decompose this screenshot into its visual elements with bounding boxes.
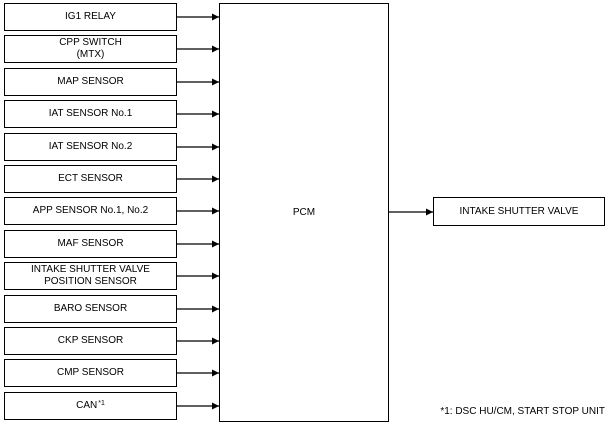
input-label: IAT SENSOR No.1 bbox=[48, 108, 133, 119]
footnote-marker: *1 bbox=[98, 400, 105, 407]
input-box: CKP SENSOR bbox=[4, 327, 177, 355]
input-label: MAF SENSOR bbox=[57, 238, 124, 249]
input-label: CKP SENSOR bbox=[57, 335, 124, 346]
pcm-box: PCM bbox=[219, 3, 389, 422]
input-box: ECT SENSOR bbox=[4, 165, 177, 193]
input-box: IAT SENSOR No.1 bbox=[4, 100, 177, 128]
intake-shutter-valve-box: INTAKE SHUTTER VALVE bbox=[433, 197, 605, 226]
input-box: INTAKE SHUTTER VALVE POSITION SENSOR bbox=[4, 262, 177, 290]
pcm-label: PCM bbox=[292, 206, 316, 218]
footnote: *1: DSC HU/CM, START STOP UNIT bbox=[440, 406, 605, 417]
input-label: BARO SENSOR bbox=[53, 303, 128, 314]
input-label: MAP SENSOR bbox=[57, 76, 124, 87]
input-box: IAT SENSOR No.2 bbox=[4, 133, 177, 161]
input-label: INTAKE SHUTTER VALVE POSITION SENSOR bbox=[31, 264, 150, 287]
input-label: IG1 RELAY bbox=[65, 11, 116, 22]
input-label: CAN bbox=[76, 400, 98, 411]
input-label: APP SENSOR No.1, No.2 bbox=[32, 205, 149, 216]
input-label: IAT SENSOR No.2 bbox=[48, 141, 133, 152]
input-box: CAN *1 bbox=[4, 392, 177, 420]
output-label: INTAKE SHUTTER VALVE bbox=[459, 205, 579, 217]
input-box: IG1 RELAY bbox=[4, 3, 177, 31]
input-arrows bbox=[177, 13, 219, 410]
input-label: CMP SENSOR bbox=[56, 367, 125, 378]
input-label: CPP SWITCH (MTX) bbox=[59, 37, 122, 60]
input-box: BARO SENSOR bbox=[4, 295, 177, 323]
input-box: CMP SENSOR bbox=[4, 359, 177, 387]
input-box: APP SENSOR No.1, No.2 bbox=[4, 197, 177, 225]
input-box: MAF SENSOR bbox=[4, 230, 177, 258]
input-label: ECT SENSOR bbox=[58, 173, 123, 184]
input-box: MAP SENSOR bbox=[4, 68, 177, 96]
input-box: CPP SWITCH (MTX) bbox=[4, 35, 177, 63]
